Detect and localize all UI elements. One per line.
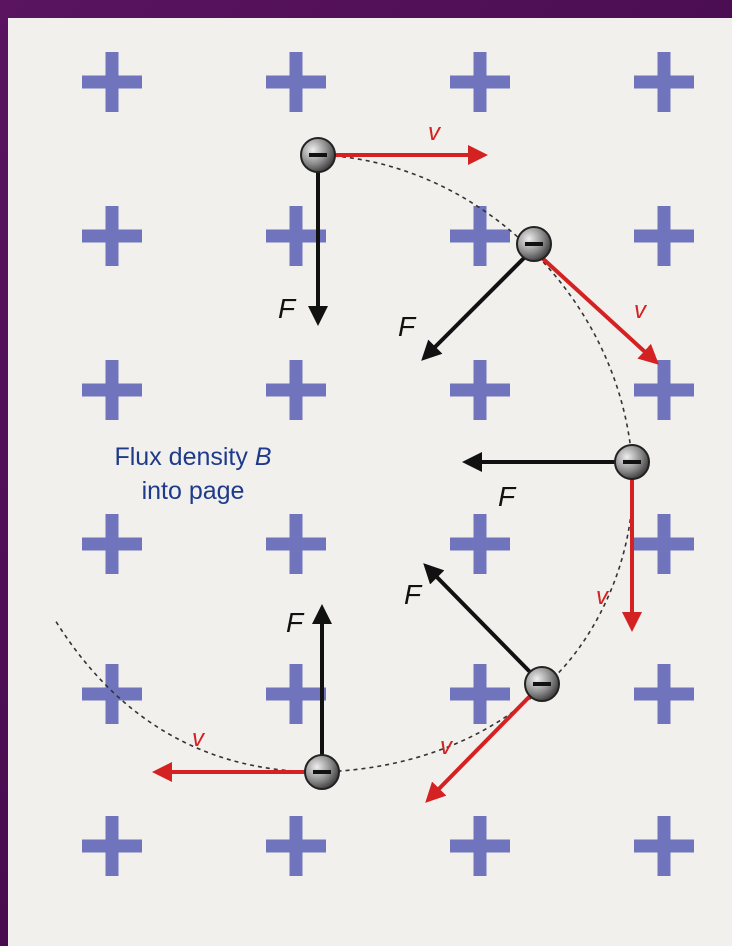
plus-cross-icon <box>450 514 510 574</box>
plus-cross-icon <box>82 52 142 112</box>
textbook-page <box>8 18 732 946</box>
velocity-label-2: v <box>634 297 648 324</box>
force-label-2: F <box>398 311 417 342</box>
plus-cross-icon <box>82 816 142 876</box>
plus-cross-icon <box>634 360 694 420</box>
plus-cross-icon <box>82 664 142 724</box>
plus-cross-icon <box>450 206 510 266</box>
force-arrow-4 <box>423 563 534 676</box>
velocity-arrow-4 <box>425 692 534 803</box>
electron-4 <box>423 563 560 803</box>
plus-cross-icon <box>450 360 510 420</box>
velocity-label-5: v <box>192 725 206 752</box>
plus-cross-icon <box>82 206 142 266</box>
plus-cross-icon <box>266 52 326 112</box>
plus-cross-icon <box>450 816 510 876</box>
field-crosses <box>82 52 694 876</box>
force-label-5: F <box>286 607 305 638</box>
plus-cross-icon <box>634 206 694 266</box>
plus-cross-icon <box>82 360 142 420</box>
force-arrow-2 <box>421 250 532 361</box>
force-label-3: F <box>498 481 517 512</box>
plus-cross-icon <box>634 664 694 724</box>
electron-1 <box>300 137 488 326</box>
electron-3 <box>462 444 650 632</box>
electron-2 <box>421 226 659 365</box>
caption-line1-text: Flux density <box>114 443 255 471</box>
plus-cross-icon <box>266 514 326 574</box>
plus-cross-icon <box>266 816 326 876</box>
plus-cross-icon <box>450 664 510 724</box>
caption-line2: into page <box>141 477 245 505</box>
plus-cross-icon <box>450 52 510 112</box>
velocity-label-3: v <box>596 583 610 610</box>
plus-cross-icon <box>634 816 694 876</box>
velocity-label-4: v <box>440 733 454 760</box>
plus-cross-icon <box>266 664 326 724</box>
plus-cross-icon <box>82 514 142 574</box>
electron-5 <box>152 604 340 790</box>
force-label-1: F <box>278 293 297 324</box>
plus-cross-icon <box>634 52 694 112</box>
force-label-4: F <box>404 579 423 610</box>
plus-cross-icon <box>266 360 326 420</box>
plus-cross-icon <box>634 514 694 574</box>
flux-density-caption: Flux density B into page <box>48 440 338 508</box>
velocity-arrow-2 <box>538 254 659 365</box>
plus-cross-icon <box>266 206 326 266</box>
caption-symbol-b: B <box>254 443 272 471</box>
velocity-label-1: v <box>428 119 442 146</box>
